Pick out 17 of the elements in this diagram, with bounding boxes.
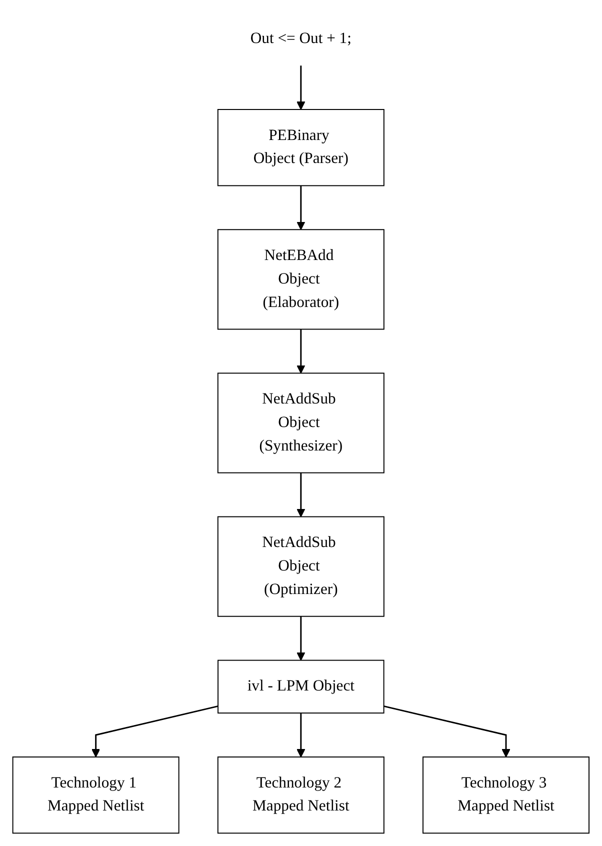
node-box: PEBinary Object (Parser) <box>218 109 384 186</box>
arrow <box>296 186 306 230</box>
node-text: Out <= Out + 1; <box>250 30 352 48</box>
node-box: NetAddSub Object (Optimizer) <box>218 516 384 617</box>
arrow <box>296 472 306 518</box>
node-box: ivl - LPM Object <box>218 660 384 714</box>
node-box: Technology 2 Mapped Netlist <box>218 756 384 834</box>
arrow <box>296 616 306 661</box>
node-box: Technology 3 Mapped Netlist <box>422 756 590 834</box>
node-box: NetEBAdd Object (Elaborator) <box>218 229 384 330</box>
arrow <box>92 706 218 758</box>
node-box: NetAddSub Object (Synthesizer) <box>218 372 384 474</box>
arrow <box>296 66 306 110</box>
node-box: Technology 1 Mapped Netlist <box>12 756 180 834</box>
arrow <box>296 329 306 374</box>
arrow <box>384 706 510 758</box>
arrow <box>296 713 306 758</box>
